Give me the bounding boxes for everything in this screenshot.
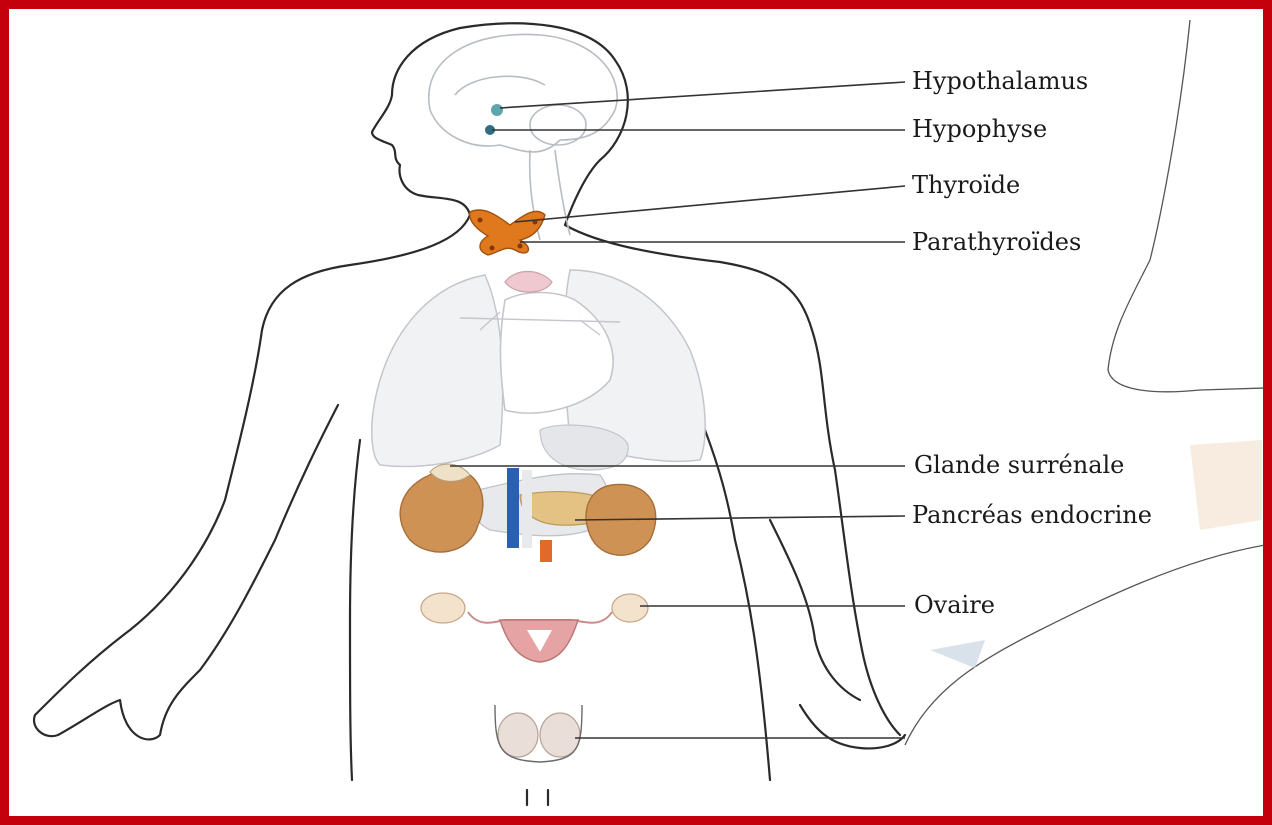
label-thyroide: Thyroïde [912,171,1020,199]
label-hypothalamus: Hypothalamus [912,67,1088,95]
label-ovaire: Ovaire [914,591,995,619]
endocrine-system-diagram: Hypothalamus Hypophyse Thyroïde Parathyr… [9,9,1263,816]
abdominal-organs [400,464,656,562]
hypothalamus-marker [491,104,503,116]
reproductive-organs [421,593,648,762]
brain-outline [429,34,617,240]
thoracic-organs [372,270,705,470]
thyroid-gland [470,210,545,255]
label-glande-surrenale: Glande surrénale [914,451,1124,479]
label-parathyroides: Parathyroïdes [912,228,1081,256]
labels: Hypothalamus Hypophyse Thyroïde Parathyr… [912,67,1152,619]
leader-hypothalamus [500,82,905,108]
label-pancreas-endocrine: Pancréas endocrine [912,501,1152,529]
label-hypophyse: Hypophyse [912,115,1047,143]
